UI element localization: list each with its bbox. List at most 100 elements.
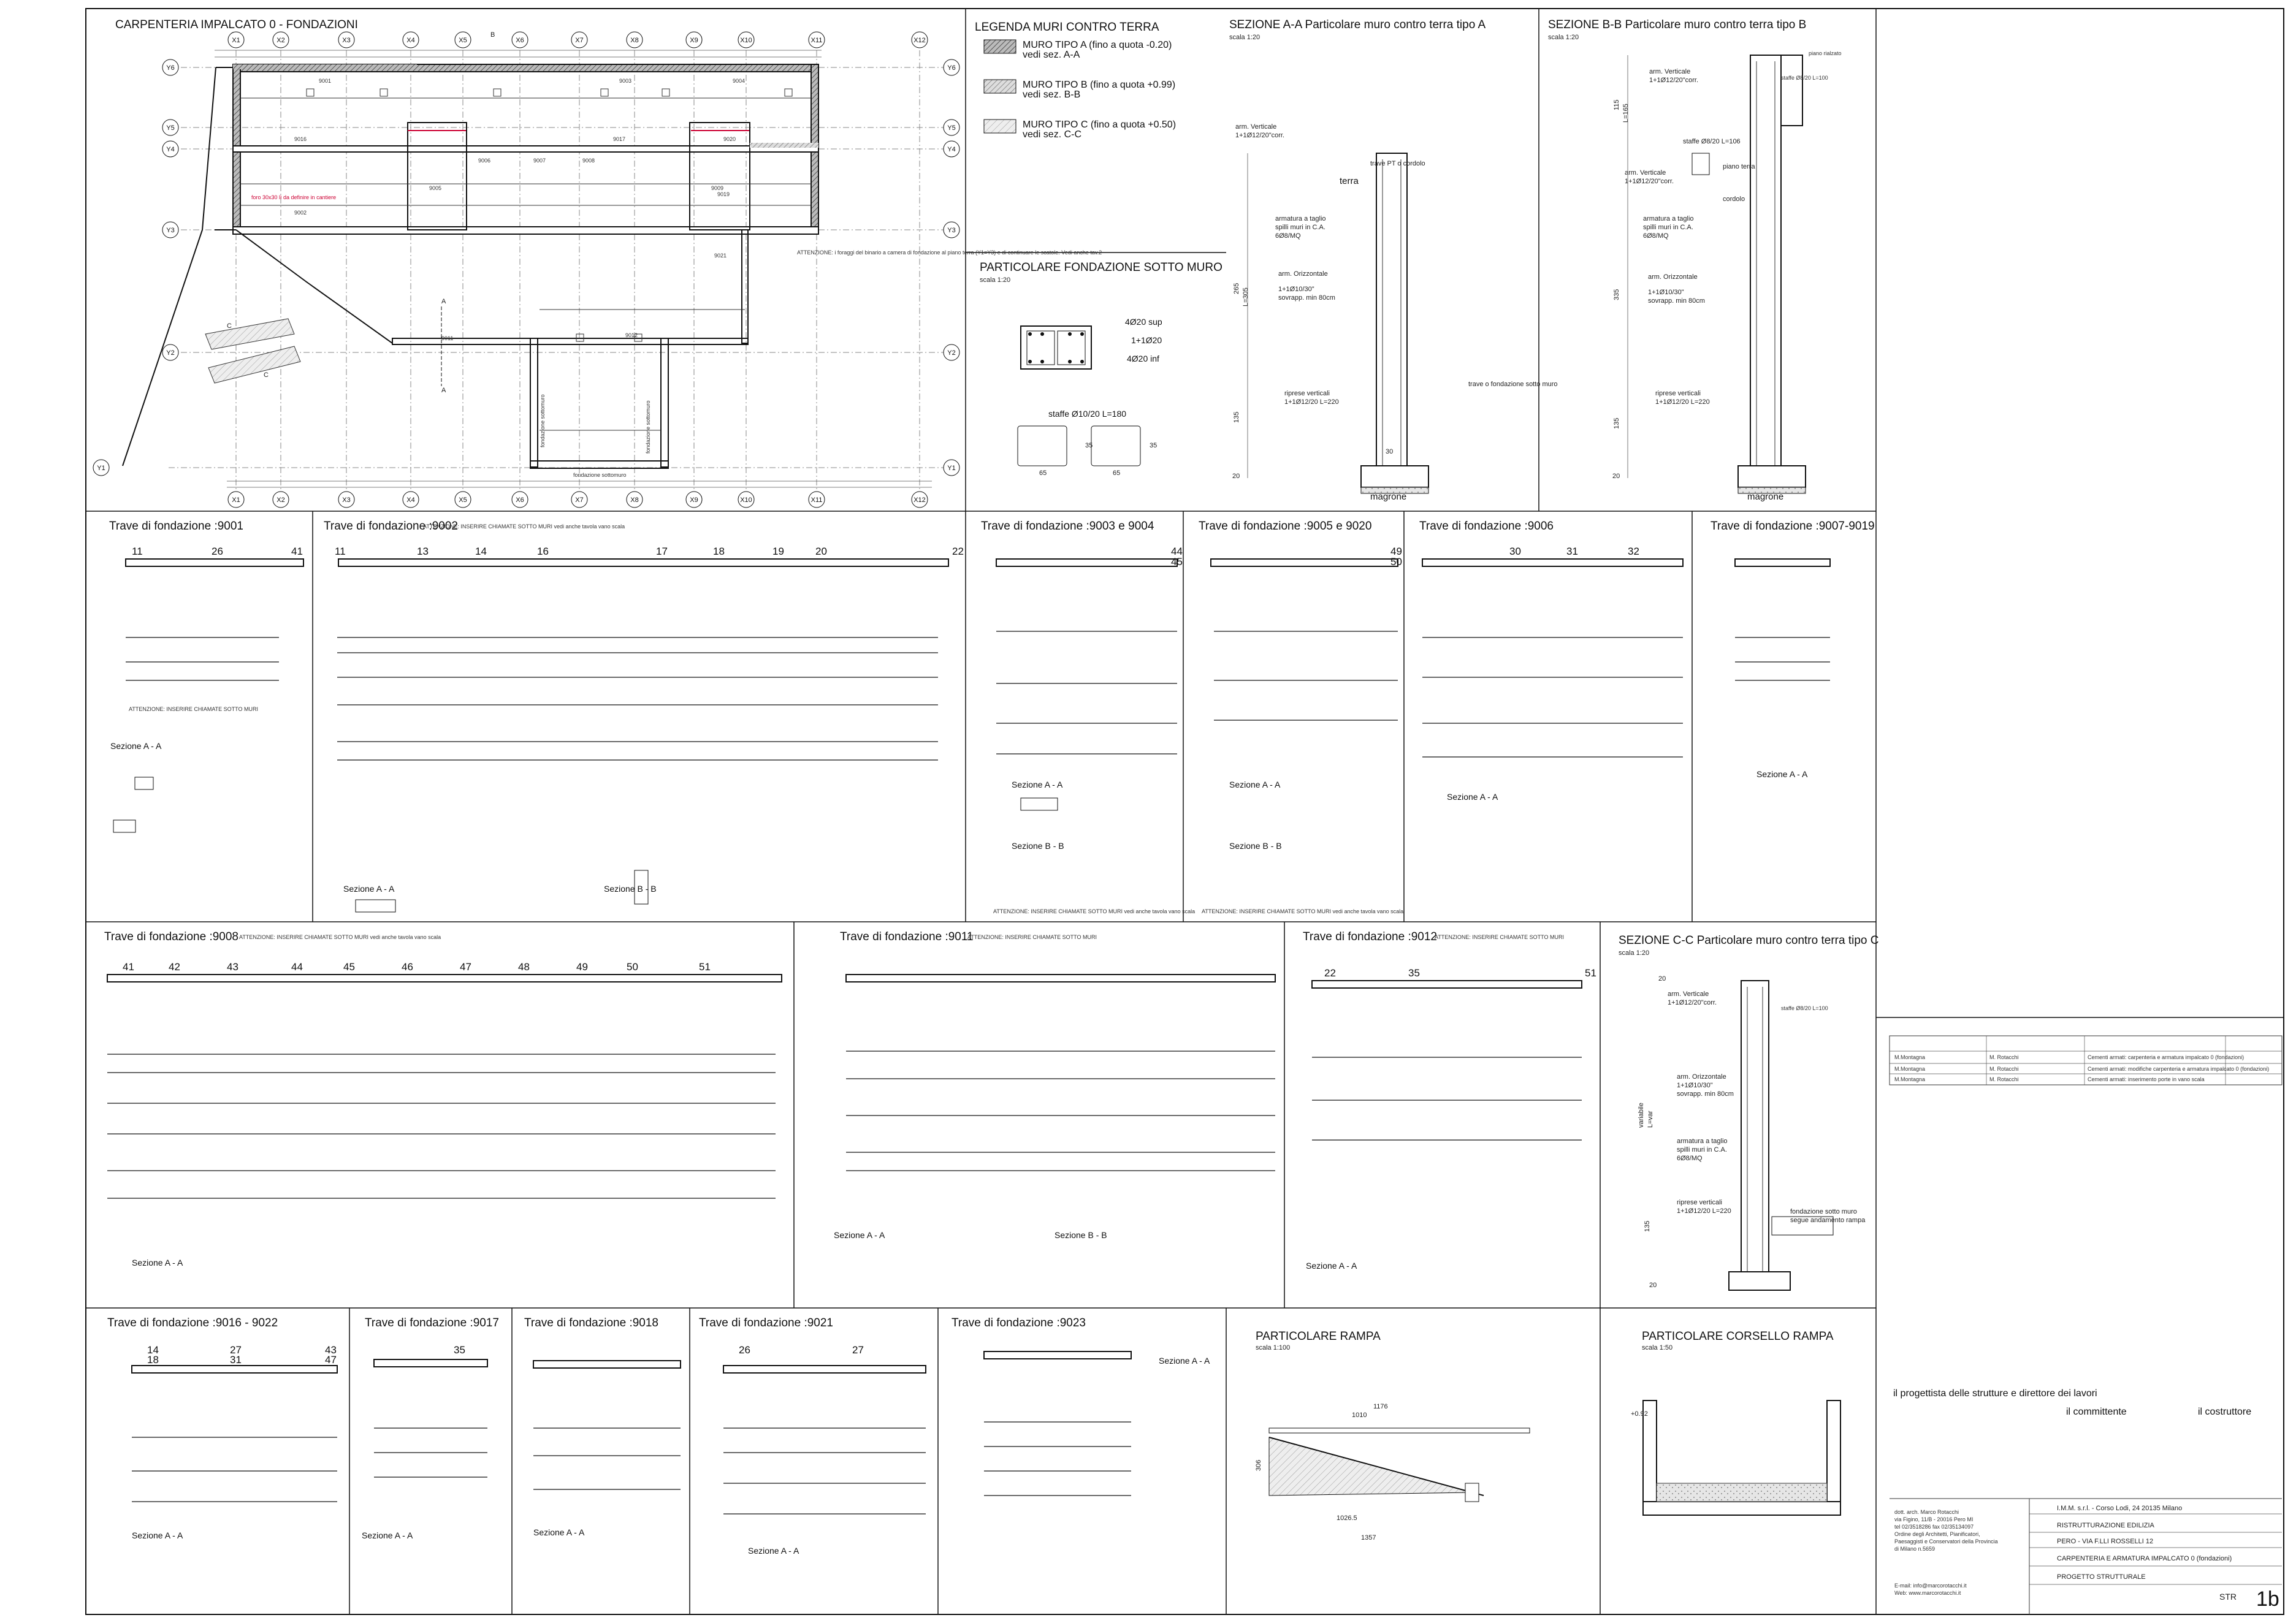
beam-label: 9005 — [429, 185, 441, 191]
beam-note: ATTENZIONE: INSERIRE CHIAMATE SOTTO MURI — [1435, 934, 1564, 940]
plan-section-marks: B A A C C — [227, 31, 495, 394]
revision-checker: M. Rotacchi — [1989, 1076, 2019, 1082]
beam-bubble: 14 — [147, 1344, 159, 1356]
section-label: magrone — [1747, 492, 1783, 502]
beam-bubble: 51 — [1585, 967, 1596, 979]
beam-section-label: Sezione A - A — [834, 1230, 885, 1240]
project-client: I.M.M. s.r.l. - Corso Lodi, 24 20135 Mil… — [2057, 1505, 2182, 1512]
beam-title: Trave di fondazione :9012 — [1303, 930, 1437, 943]
beam-bubble: 14 — [475, 545, 487, 557]
revision-desc: Cementi armati: inserimento porte in van… — [2088, 1076, 2205, 1082]
section-label: sovrapp. min 80cm — [1648, 297, 1705, 305]
beam-label: 9003 — [619, 78, 631, 84]
axis-label: X9 — [690, 496, 698, 504]
beam-note: ATTENZIONE: INSERIRE CHIAMATE SOTTO MURI — [967, 934, 1097, 940]
section-label: staffe Ø8/20 L=100 — [1781, 75, 1828, 81]
beam-label: 9016 — [294, 136, 307, 142]
axis-label: Y4 — [947, 146, 955, 153]
beam-bubble: 44 — [1171, 545, 1183, 557]
revision-checker: M. Rotacchi — [1989, 1054, 2019, 1060]
section-label: 1+1Ø12/20 L=220 — [1655, 398, 1710, 406]
axis-label: Y4 — [166, 146, 174, 153]
beam-section-label: Sezione A - A — [132, 1530, 183, 1540]
beam-bubble: 18 — [713, 545, 725, 557]
axis-label: X6 — [516, 37, 524, 44]
section-label: terra — [1340, 176, 1359, 186]
axis-label: Y3 — [947, 227, 955, 234]
beam-bubble: 27 — [230, 1344, 242, 1356]
axis-label: Y3 — [166, 227, 174, 234]
section-dim: 115 — [1613, 99, 1620, 110]
beam-bubble: 41 — [291, 545, 303, 557]
section-label: 1+1Ø12/20"corr. — [1668, 999, 1717, 1006]
beam-label: fondazione sottomuro — [540, 394, 546, 447]
beam-bubble: 22 — [1324, 967, 1336, 979]
section-label: armatura a taglio — [1643, 215, 1694, 222]
legend-swatch-b — [983, 79, 1016, 94]
section-label: 6Ø8/MQ — [1677, 1155, 1703, 1162]
firm-email: E-mail: info@marcorotacchi.it — [1894, 1583, 1967, 1589]
section-dim: L=165 — [1622, 104, 1630, 123]
beam-note: ATTENZIONE: INSERIRE CHIAMATE SOTTO MURI… — [423, 523, 625, 530]
beam-bubble: 31 — [1566, 545, 1578, 557]
sheet-tag: STR — [2219, 1592, 2237, 1602]
firm-line: Ordine degli Architetti, Pianificatori, — [1894, 1531, 1980, 1537]
detail-dim: 65 — [1113, 469, 1120, 477]
beam-bubble: 30 — [1509, 545, 1521, 557]
beam-panel-9008: Trave di fondazione :9008 ATTENZIONE: IN… — [104, 930, 782, 1268]
plan-interior-lines — [240, 88, 811, 431]
grid-bubbles-top: X1 X2 X3 X4 X5 X6 X7 X8 X9 X10 X11 X12 — [227, 31, 928, 48]
section-title: SEZIONE A-A Particolare muro contro terr… — [1229, 18, 1486, 31]
legend-swatch-c — [983, 119, 1016, 134]
beam-label: 9007 — [533, 158, 546, 164]
axis-label: X10 — [740, 496, 752, 504]
axis-label: X5 — [459, 37, 467, 44]
section-dim: L=305 — [1242, 287, 1249, 306]
section-dim: 335 — [1613, 289, 1620, 300]
beam-bubble: 50 — [1390, 556, 1402, 568]
section-title: SEZIONE B-B Particolare muro contro terr… — [1548, 18, 1806, 31]
beam-bubble: 27 — [852, 1344, 864, 1356]
beam-bubble: 43 — [325, 1344, 337, 1356]
beam-section-label: Sezione A - A — [1229, 780, 1281, 789]
section-mark-a: A — [441, 387, 446, 394]
beam-panel-9002: Trave di fondazione :9002 ATTENZIONE: IN… — [324, 520, 964, 913]
beam-label: fondazione sottomuro — [645, 400, 651, 454]
beam-bubble: 11 — [335, 545, 346, 557]
panel-dividers — [86, 9, 2284, 1614]
axis-label: Y2 — [166, 349, 174, 357]
axis-label: X2 — [277, 37, 284, 44]
section-label: magrone — [1370, 492, 1406, 502]
beam-panel-9018: Trave di fondazione :9018 Sezione A - A — [524, 1317, 681, 1537]
axis-label: X12 — [913, 37, 926, 44]
section-label: 1+1Ø10/30" — [1677, 1082, 1713, 1089]
section-label: 6Ø8/MQ — [1643, 232, 1669, 240]
plan-note: ATTENZIONE: i foraggi del binario a came… — [797, 249, 1102, 256]
beam-bubble: 45 — [343, 961, 355, 973]
beam-bubble: 19 — [772, 545, 784, 557]
beam-bubble: 43 — [227, 961, 238, 973]
section-label: segue andamento rampa — [1790, 1217, 1866, 1224]
beam-bubble: 17 — [656, 545, 668, 557]
beam-panel-9016-9022: Trave di fondazione :9016 - 9022 14 18 2… — [107, 1317, 338, 1540]
section-label: riprese verticali — [1284, 390, 1330, 397]
section-label: 1+1Ø12/20 L=220 — [1284, 398, 1339, 406]
legend-item: vedi sez. A-A — [1023, 50, 1080, 60]
axis-label: X3 — [342, 37, 350, 44]
section-label: 1+1Ø12/20"corr. — [1625, 178, 1674, 185]
section-cc-detail: SEZIONE C-C Particolare muro contro terr… — [1619, 934, 1878, 1291]
beam-title: Trave di fondazione :9006 — [1419, 520, 1554, 533]
beam-title: Trave di fondazione :9023 — [952, 1317, 1086, 1329]
beam-label: 9017 — [613, 136, 625, 142]
beam-section-label: Sezione A - A — [1756, 769, 1808, 779]
section-label: arm. Orizzontale — [1648, 273, 1698, 281]
axis-label: X7 — [575, 37, 583, 44]
section-label: arm. Orizzontale — [1677, 1073, 1726, 1081]
corsello-label: +0.92 — [1631, 1410, 1648, 1418]
revision-checker: M. Rotacchi — [1989, 1066, 2019, 1072]
section-dim: L=var — [1647, 1111, 1654, 1128]
beam-section-label: Sezione A - A — [110, 741, 162, 751]
signature-client: il committente — [2066, 1407, 2127, 1417]
beam-label: 9012 — [625, 332, 638, 338]
axis-label: X3 — [342, 496, 350, 504]
